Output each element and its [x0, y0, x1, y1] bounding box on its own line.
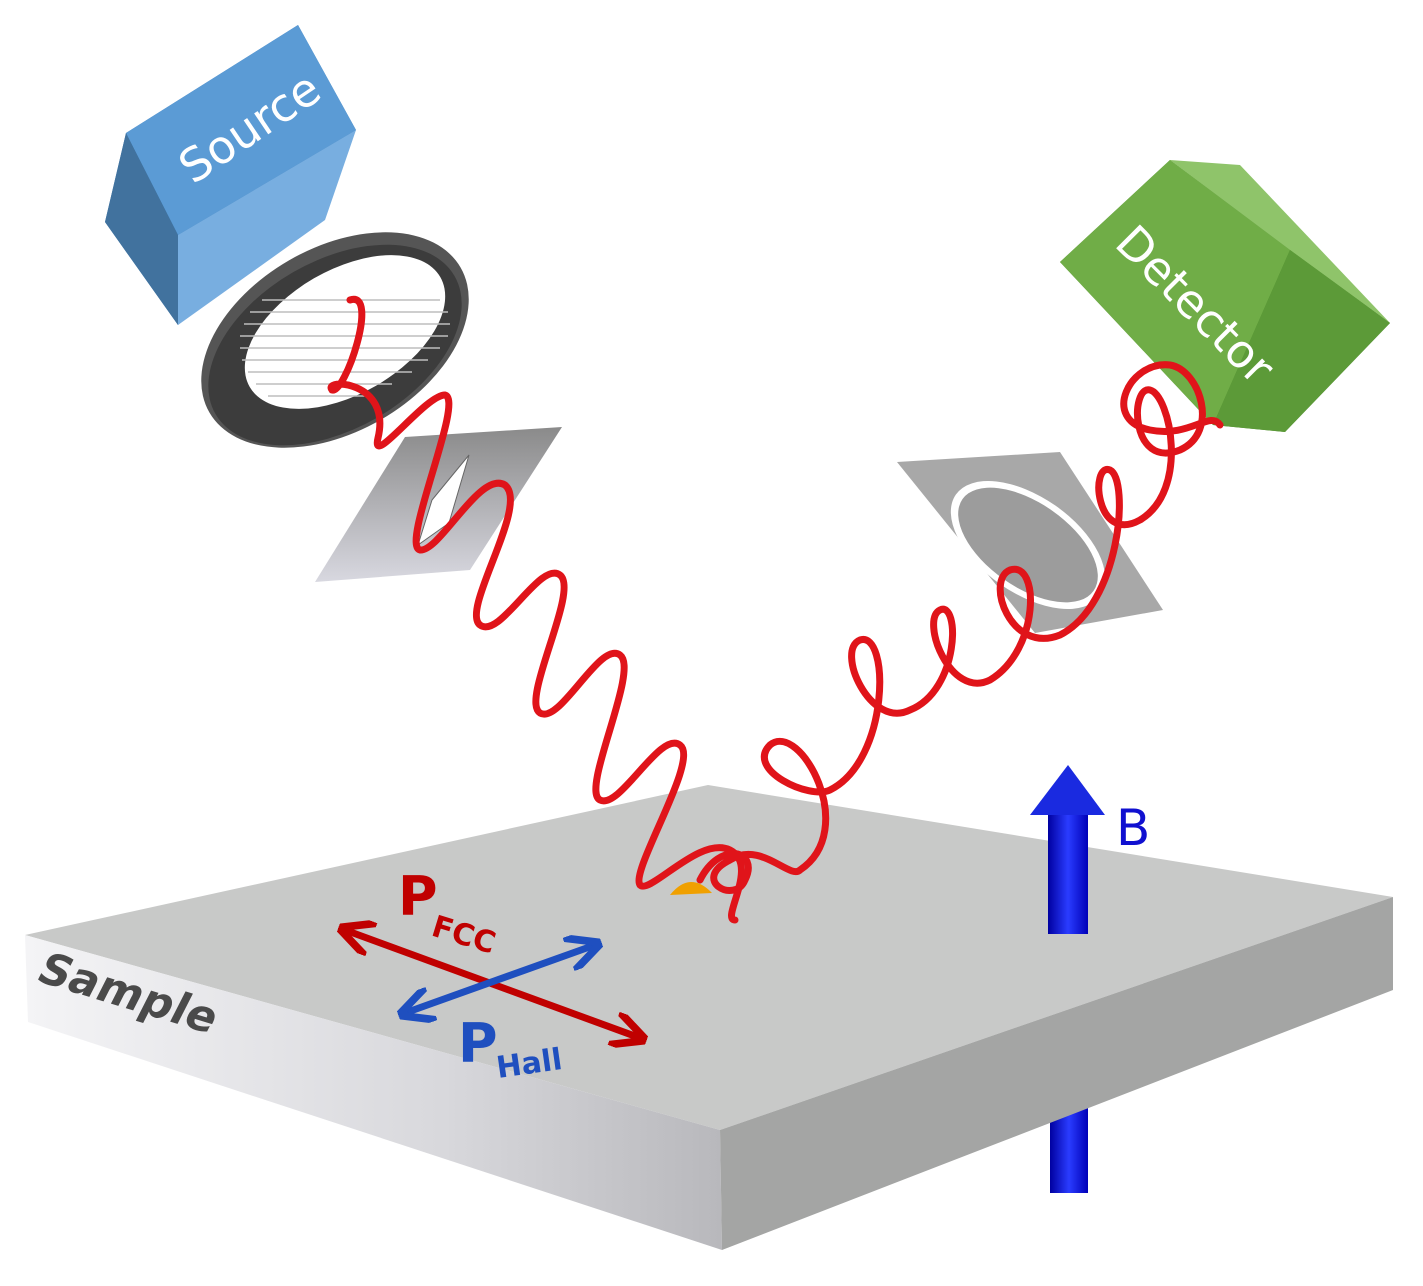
- field-arrow-icon: B: [1030, 765, 1150, 934]
- sample-slab: Sample: [25, 785, 1393, 1250]
- p-hall-label: P: [458, 1012, 498, 1075]
- reflection-spot: [670, 881, 712, 895]
- reflected-beam: [696, 361, 1224, 894]
- p-fcc-label: P: [398, 865, 438, 928]
- source-box: Source: [105, 25, 356, 325]
- detector-box: Detector: [1060, 160, 1390, 432]
- incident-beam: [327, 296, 745, 924]
- polarizer-icon: [201, 232, 469, 448]
- field-label: B: [1116, 799, 1150, 857]
- analyzer-plate-icon: [897, 452, 1163, 633]
